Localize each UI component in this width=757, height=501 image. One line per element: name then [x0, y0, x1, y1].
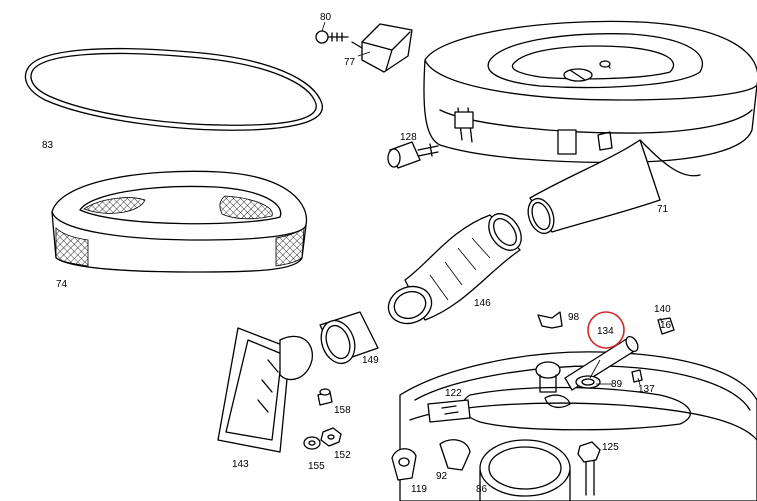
- callout-155: 155: [308, 461, 325, 472]
- leader-lines: [321, 21, 663, 386]
- callout-71: 71: [657, 204, 669, 215]
- callout-98: 98: [568, 312, 580, 323]
- callout-119: 119: [411, 484, 427, 495]
- highlight-circle: [587, 311, 625, 349]
- washer-155: [303, 436, 321, 450]
- callout-143: 143: [232, 459, 249, 470]
- callout-89: 89: [611, 379, 623, 390]
- air-filter-element: [51, 170, 308, 273]
- callout-labels: 80 77 83 128 71 74 146 149 98 140 134 16…: [42, 12, 672, 495]
- callout-80: 80: [320, 12, 332, 23]
- lower-housing: [391, 335, 757, 501]
- callout-137: 137: [638, 384, 655, 395]
- gasket-ring: [24, 47, 323, 131]
- callout-16: 16: [660, 320, 672, 331]
- nut-152: [320, 427, 342, 447]
- bracket-77: [351, 23, 413, 73]
- callout-92: 92: [436, 471, 448, 482]
- intake-duct-143: [217, 327, 313, 453]
- callout-140: 140: [654, 304, 671, 315]
- callout-74: 74: [56, 279, 68, 290]
- callout-86: 86: [476, 484, 488, 495]
- callout-134: 134: [597, 326, 614, 337]
- callout-125: 125: [602, 442, 619, 453]
- wing-nut-98: [537, 311, 563, 329]
- connector-128: [387, 141, 439, 169]
- screw-80: [315, 30, 349, 44]
- callout-146: 146: [474, 298, 491, 309]
- bolt-158: [317, 388, 333, 406]
- callout-158: 158: [334, 405, 351, 416]
- callout-128: 128: [400, 132, 417, 143]
- callout-122: 122: [445, 388, 462, 399]
- callout-152: 152: [334, 450, 351, 461]
- air-cleaner-housing: [423, 20, 757, 235]
- intake-hose-146: [387, 213, 522, 325]
- callout-149: 149: [362, 355, 379, 366]
- callout-77: 77: [344, 57, 356, 68]
- callout-83: 83: [42, 140, 54, 151]
- sleeve-149: [319, 311, 379, 365]
